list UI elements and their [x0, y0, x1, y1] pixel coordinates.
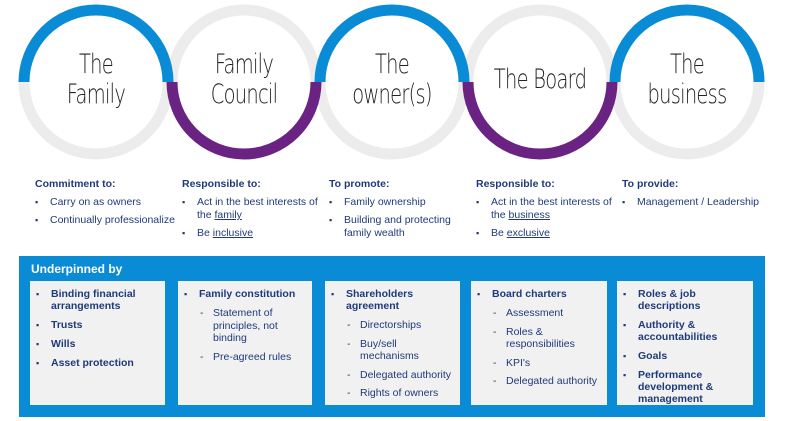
column-item: Family ownership: [329, 196, 469, 209]
item-text: Building and protecting family wealth: [344, 214, 451, 239]
box-subitem: Assessment: [477, 307, 601, 320]
underpinned-panel: Underpinned by Binding financial arrange…: [19, 256, 765, 417]
box-subitem: Delegated authority: [477, 375, 601, 388]
item-text: Management / Leadership: [637, 196, 759, 208]
item-text: Act in the best interests of the: [197, 196, 318, 221]
ring-title: The Board: [486, 65, 594, 95]
box-subitem: Pre-agreed rules: [184, 351, 306, 364]
box-item: Goals: [623, 350, 747, 362]
column-heading: Commitment to:: [35, 178, 116, 190]
emphasis-text: inclusive: [212, 227, 254, 239]
ring-title-line: business: [647, 79, 728, 110]
ring-3-bottom-arc: [314, 81, 470, 160]
column-item: Act in the best interests of the busines…: [476, 196, 616, 222]
underpinned-box: Roles & job descriptionsAuthority & acco…: [617, 281, 753, 405]
item-text: Act in the best interests of the: [491, 196, 612, 221]
column-item: Carry on as owners: [35, 196, 175, 209]
ring-title-line: Council: [210, 79, 278, 110]
column-heading: To provide:: [622, 178, 679, 190]
ring-title-line: owner(s): [352, 79, 432, 110]
role-column: Responsible to: Act in the best interests…: [182, 178, 322, 245]
item-text: Family ownership: [344, 196, 426, 208]
role-column: Commitment to: Carry on as ownersContinua…: [35, 178, 175, 232]
box-item: Family constitution: [184, 288, 306, 300]
ring-4-bottom-arc: [462, 81, 618, 160]
box-subitem: Buy/sell mechanisms: [331, 338, 454, 363]
emphasis-text: business: [508, 209, 550, 221]
box-subitem: Directorships: [331, 319, 454, 332]
box-subitem: Rights of owners: [331, 387, 454, 400]
ring-title-line: The Board: [493, 64, 587, 95]
column-item: Be exclusive: [476, 227, 616, 240]
box-item: Authority & accountabilities: [623, 319, 747, 343]
role-column: Responsible to: Act in the best interests…: [476, 178, 616, 245]
ring-title-line: The: [670, 49, 705, 80]
box-subitem: Roles & responsibilities: [477, 326, 601, 351]
underpinned-box: Board chartersAssessmentRoles & responsi…: [471, 281, 607, 405]
item-text: Be: [491, 227, 507, 239]
role-column: To provide: Management / Leadership: [622, 178, 762, 214]
column-item: Be inclusive: [182, 227, 322, 240]
panel-title: Underpinned by: [31, 262, 123, 276]
column-item: Act in the best interests of the family: [182, 196, 322, 222]
underpinned-box: Binding financial arrangementsTrustsWill…: [30, 281, 165, 405]
underpinned-box: Shareholders agreementDirectorshipsBuy/s…: [325, 281, 460, 405]
item-text: Be: [197, 227, 213, 239]
box-subitem: Delegated authority: [331, 369, 454, 382]
ring-5-top-arc: [609, 4, 765, 83]
box-item: Shareholders agreement: [331, 288, 454, 312]
item-text: Carry on as owners: [50, 196, 142, 208]
emphasis-text: exclusive: [506, 227, 550, 239]
ring-5-bottom-arc: [609, 81, 765, 160]
column-item: Continually professionalize: [35, 214, 175, 227]
box-subitem: Statement of principles, not binding: [184, 307, 306, 345]
ring-3-top-arc: [314, 4, 470, 83]
ring-2-top-arc: [166, 4, 322, 83]
ring-title-line: Family: [214, 49, 274, 80]
rings-diagram: [18, 4, 765, 160]
column-item: Management / Leadership: [622, 196, 762, 209]
item-text: Continually professionalize: [50, 214, 175, 226]
column-heading: Responsible to:: [476, 178, 555, 190]
column-item: Building and protecting family wealth: [329, 214, 469, 240]
emphasis-text: family: [214, 209, 242, 221]
underpinned-box: Family constitutionStatement of principl…: [178, 281, 312, 405]
column-heading: Responsible to:: [182, 178, 261, 190]
ring-4-top-arc: [462, 4, 618, 83]
ring-title-line: Family: [66, 79, 126, 110]
ring-2-bottom-arc: [166, 81, 322, 160]
box-item: Binding financial arrangements: [36, 288, 159, 312]
box-item: Wills: [36, 338, 159, 350]
column-heading: To promote:: [329, 178, 390, 190]
box-subitem: KPI's: [477, 357, 601, 370]
ring-title-line: The: [375, 49, 410, 80]
role-column: To promote: Family ownershipBuilding and …: [329, 178, 469, 245]
box-item: Trusts: [36, 319, 159, 331]
ring-title-line: The: [79, 49, 114, 80]
ring-1-top-arc: [18, 4, 174, 83]
box-item: Roles & job descriptions: [623, 288, 747, 312]
box-item: Asset protection: [36, 357, 159, 369]
ring-1-bottom-arc: [18, 81, 174, 160]
box-item: Performance development & management: [623, 369, 747, 405]
box-item: Board charters: [477, 288, 601, 300]
